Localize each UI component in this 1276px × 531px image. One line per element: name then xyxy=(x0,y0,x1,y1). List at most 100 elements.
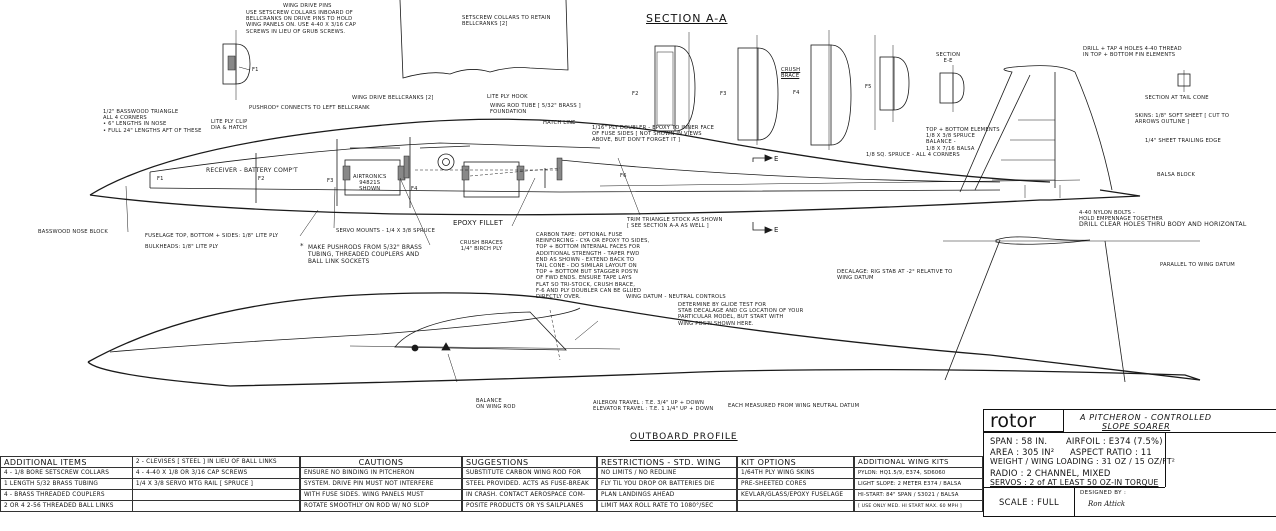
suggestions-table: SUGGESTIONS SUBSTITUTE CARBON WING ROD F… xyxy=(462,456,597,512)
note-setscrew: USE SETSCREW COLLARS INBOARD OF BELLCRAN… xyxy=(246,10,357,35)
note-decalage: DECALAGE: RIG STAB AT -2° RELATIVE TO WI… xyxy=(837,269,953,282)
table-cell: ENSURE NO BINDING IN PITCHERON xyxy=(300,467,462,479)
note-wing-rod-tube: WING ROD TUBE [ 5/32" BRASS ] FOUNDATION xyxy=(490,103,581,116)
note-wing-drive-pins: WING DRIVE PINS xyxy=(283,3,332,9)
note-spruce-corners: 1/8 SQ. SPRUCE - ALL 4 CORNERS xyxy=(866,152,960,158)
table-row xyxy=(737,500,854,512)
table-cell: LIGHT SLOPE: 2 METER E374 / BALSA xyxy=(854,478,983,490)
note-setscrew-retain: SETSCREW COLLARS TO RETAIN BELLCRANKS [2… xyxy=(462,15,551,28)
additional-wing-kits-header: ADDITIONAL WING KITS xyxy=(854,456,983,468)
table-cell: SUBSTITUTE CARBON WING ROD FOR xyxy=(462,467,597,479)
note-bulkheads-material: BULKHEADS: 1/8" LITE PLY xyxy=(145,244,219,250)
note-epoxy-fillet: EPOXY FILLET xyxy=(453,219,503,227)
table-row: POSITE PRODUCTS or YS SAILPLANES xyxy=(462,500,597,512)
leader-lines xyxy=(125,157,641,383)
note-skins: SKINS: 1/8" SOFT SHEET [ CUT TO ARROWS O… xyxy=(1135,113,1230,126)
section-aa-title: SECTION A-A xyxy=(646,12,728,25)
fuse-label-f1: F1 xyxy=(157,176,164,182)
note-pushrod-connects: PUSHROD* CONNECTS TO LEFT BELLCRANK xyxy=(249,105,370,111)
section-aa-bulkheads xyxy=(654,30,1191,150)
note-basswood-nose-block: BASSWOOD NOSE BLOCK xyxy=(38,229,108,235)
table-row: 1/64th PLY WING SKINS xyxy=(737,467,854,479)
fuse-label-f6: F6 xyxy=(620,173,627,179)
table-row: LIGHT SLOPE: 2 METER E374 / BALSA xyxy=(854,478,983,490)
section-ee-title: SECTION E-E xyxy=(936,52,961,65)
designer-signature: Ron Attick xyxy=(1088,500,1126,508)
table-row: 2 or 4 2-56 THREADED BALL LINKS xyxy=(0,500,301,512)
table-cell: HI-START: 84" SPAN / S3021 / BALSA xyxy=(854,489,983,501)
table-cell: 1/4 x 3/8 SERVO MTG RAIL [ SPRUCE ] xyxy=(131,478,301,490)
note-aileron-travel: AILERON TRAVEL : T.E. 3/4" UP + DOWN xyxy=(593,400,705,406)
table-row: FLY TIL YOU DROP or BATTERIES DIE xyxy=(597,478,737,490)
designed-by-label: DESIGNED BY : xyxy=(1080,490,1127,496)
table-cell: PRE-SHEETED CORES xyxy=(737,478,854,490)
note-hatch-line: HATCH LINE xyxy=(543,120,576,126)
title-divider xyxy=(984,432,1276,433)
outboard-profile-title: OUTBOARD PROFILE xyxy=(630,432,738,442)
table-cell: 1 LENGTH 5/32 BRASS TUBING xyxy=(0,478,133,490)
cautions-header: CAUTIONS xyxy=(300,456,462,468)
bulkhead-label-f1: F1 xyxy=(252,67,259,73)
table-row: PYLON: HQ1.5/9, E374, SD6060 xyxy=(854,467,983,479)
note-wing-datum: WING DATUM - NEUTRAL CONTROLS xyxy=(626,294,726,300)
table-cell xyxy=(131,489,301,501)
table-row: IN CRASH. CONTACT AEROSPACE COM- xyxy=(462,489,597,501)
fuse-label-f3: F3 xyxy=(327,178,334,184)
vertical-fin xyxy=(959,65,1113,198)
spec-span: SPAN : 58 IN. xyxy=(990,436,1048,446)
bulkhead-label-f4: F4 xyxy=(793,90,800,96)
table-row: PLAN LANDINGS AHEAD xyxy=(597,489,737,501)
table-row: KEVLAR/GLASS/EPOXY FUSELAGE xyxy=(737,489,854,501)
kit-options-header: KIT OPTIONS xyxy=(737,456,854,468)
note-receiver-battery: RECEIVER - BATTERY COMP'T xyxy=(206,167,298,174)
additional-items-header: ADDITIONAL ITEMS xyxy=(0,456,133,468)
note-lite-ply-hook: LITE PLY HOOK xyxy=(487,94,528,100)
suggestions-header: SUGGESTIONS xyxy=(462,456,597,468)
outboard-profile xyxy=(87,239,1201,387)
spec-divider xyxy=(1165,432,1166,487)
table-cell: 2 or 4 2-56 THREADED BALL LINKS xyxy=(0,500,133,512)
spec-aspect-ratio: ASPECT RATIO : 11 xyxy=(1070,446,1152,457)
note-lite-ply-clip: LITE PLY CLIP DIA & HATCH xyxy=(211,119,248,132)
stabilizer-airfoil xyxy=(943,236,1200,245)
wing-cutaway-outline xyxy=(399,0,569,79)
table-cell: 4 - BRASS THREADED COUPLERS xyxy=(0,489,133,501)
table-row: PRE-SHEETED CORES xyxy=(737,478,854,490)
note-fuselage-material: FUSELAGE TOP, BOTTOM + SIDES: 1/8" LITE … xyxy=(145,233,279,239)
table-row: [ USE ONLY MED. HI START MAX. 60 MPH ] xyxy=(854,500,983,512)
cautions-table: CAUTIONS ENSURE NO BINDING IN PITCHERON … xyxy=(300,456,462,512)
note-wing-drive-bellcranks: WING DRIVE BELLCRANKS [2] xyxy=(352,95,434,101)
spec-area: AREA : 305 IN² xyxy=(990,446,1055,457)
section-tail-cone-label: SECTION AT TAIL CONE xyxy=(1145,95,1209,101)
table-row: ROTATE SMOOTHLY ON ROD W/ NO SLOP xyxy=(300,500,462,512)
table-cell xyxy=(737,500,854,512)
table-cell: POSITE PRODUCTS or YS SAILPLANES xyxy=(462,500,597,512)
additional-items-col2-header: 2 - CLEVISES [ STEEL ] IN LIEU of BALL L… xyxy=(131,456,301,468)
model-name-logo: rotor xyxy=(984,410,1064,432)
table-cell: FLY TIL YOU DROP or BATTERIES DIE xyxy=(597,478,737,490)
table-cell xyxy=(131,500,301,512)
table-row: LIMIT MAX ROLL RATE TO 1080°/SEC xyxy=(597,500,737,512)
note-nylon-bolts: 4-40 NYLON BOLTS - HOLD EMPENNAGE TOGETH… xyxy=(1079,210,1163,223)
scale-label: SCALE : FULL xyxy=(984,488,1075,517)
kit-options-table: KIT OPTIONS 1/64th PLY WING SKINS PRE-SH… xyxy=(737,456,854,512)
table-cell: [ USE ONLY MED. HI START MAX. 60 MPH ] xyxy=(854,500,983,512)
section-e-marker-top: E xyxy=(774,155,779,163)
note-balance: BALANCE ON WING ROD xyxy=(476,398,516,411)
note-crush-braces: CRUSH BRACES 1/4" BIRCH PLY xyxy=(460,240,503,253)
note-wing-datum-detail: DETERMINE BY GLIDE TEST FOR STAB DECALAG… xyxy=(678,302,804,327)
section-f1 xyxy=(222,30,251,100)
restrictions-table: RESTRICTIONS - STD. WING NO LIMITS / NO … xyxy=(597,456,737,512)
note-airtronics: AIRTRONICS 94821s SHOWN xyxy=(353,174,387,193)
table-cell: PLAN LANDINGS AHEAD xyxy=(597,489,737,501)
note-drill-tap: DRILL + TAP 4 HOLES 4-40 THREAD IN TOP +… xyxy=(1083,46,1182,59)
spec-weight: WEIGHT / WING LOADING : 31 OZ / 15 OZ/FT… xyxy=(990,457,1176,467)
note-trailing-edge: 1/4" SHEET TRAILING EDGE xyxy=(1145,138,1221,144)
table-cell: NO LIMITS / NO REDLINE xyxy=(597,467,737,479)
spec-airfoil: AIRFOIL : E374 (7.5%) xyxy=(1066,436,1163,446)
note-elevator-travel: ELEVATOR TRAVEL : T.E. 1 1/4" UP + DOWN xyxy=(593,406,714,412)
note-servo-mounts: SERVO MOUNTS - 1/4 x 3/8 SPRUCE xyxy=(336,228,436,234)
model-subtitle-line1: A PITCHERON - CONTROLLED xyxy=(1080,413,1212,422)
table-row: WITH FUSE SIDES. WING PANELS MUST xyxy=(300,489,462,501)
